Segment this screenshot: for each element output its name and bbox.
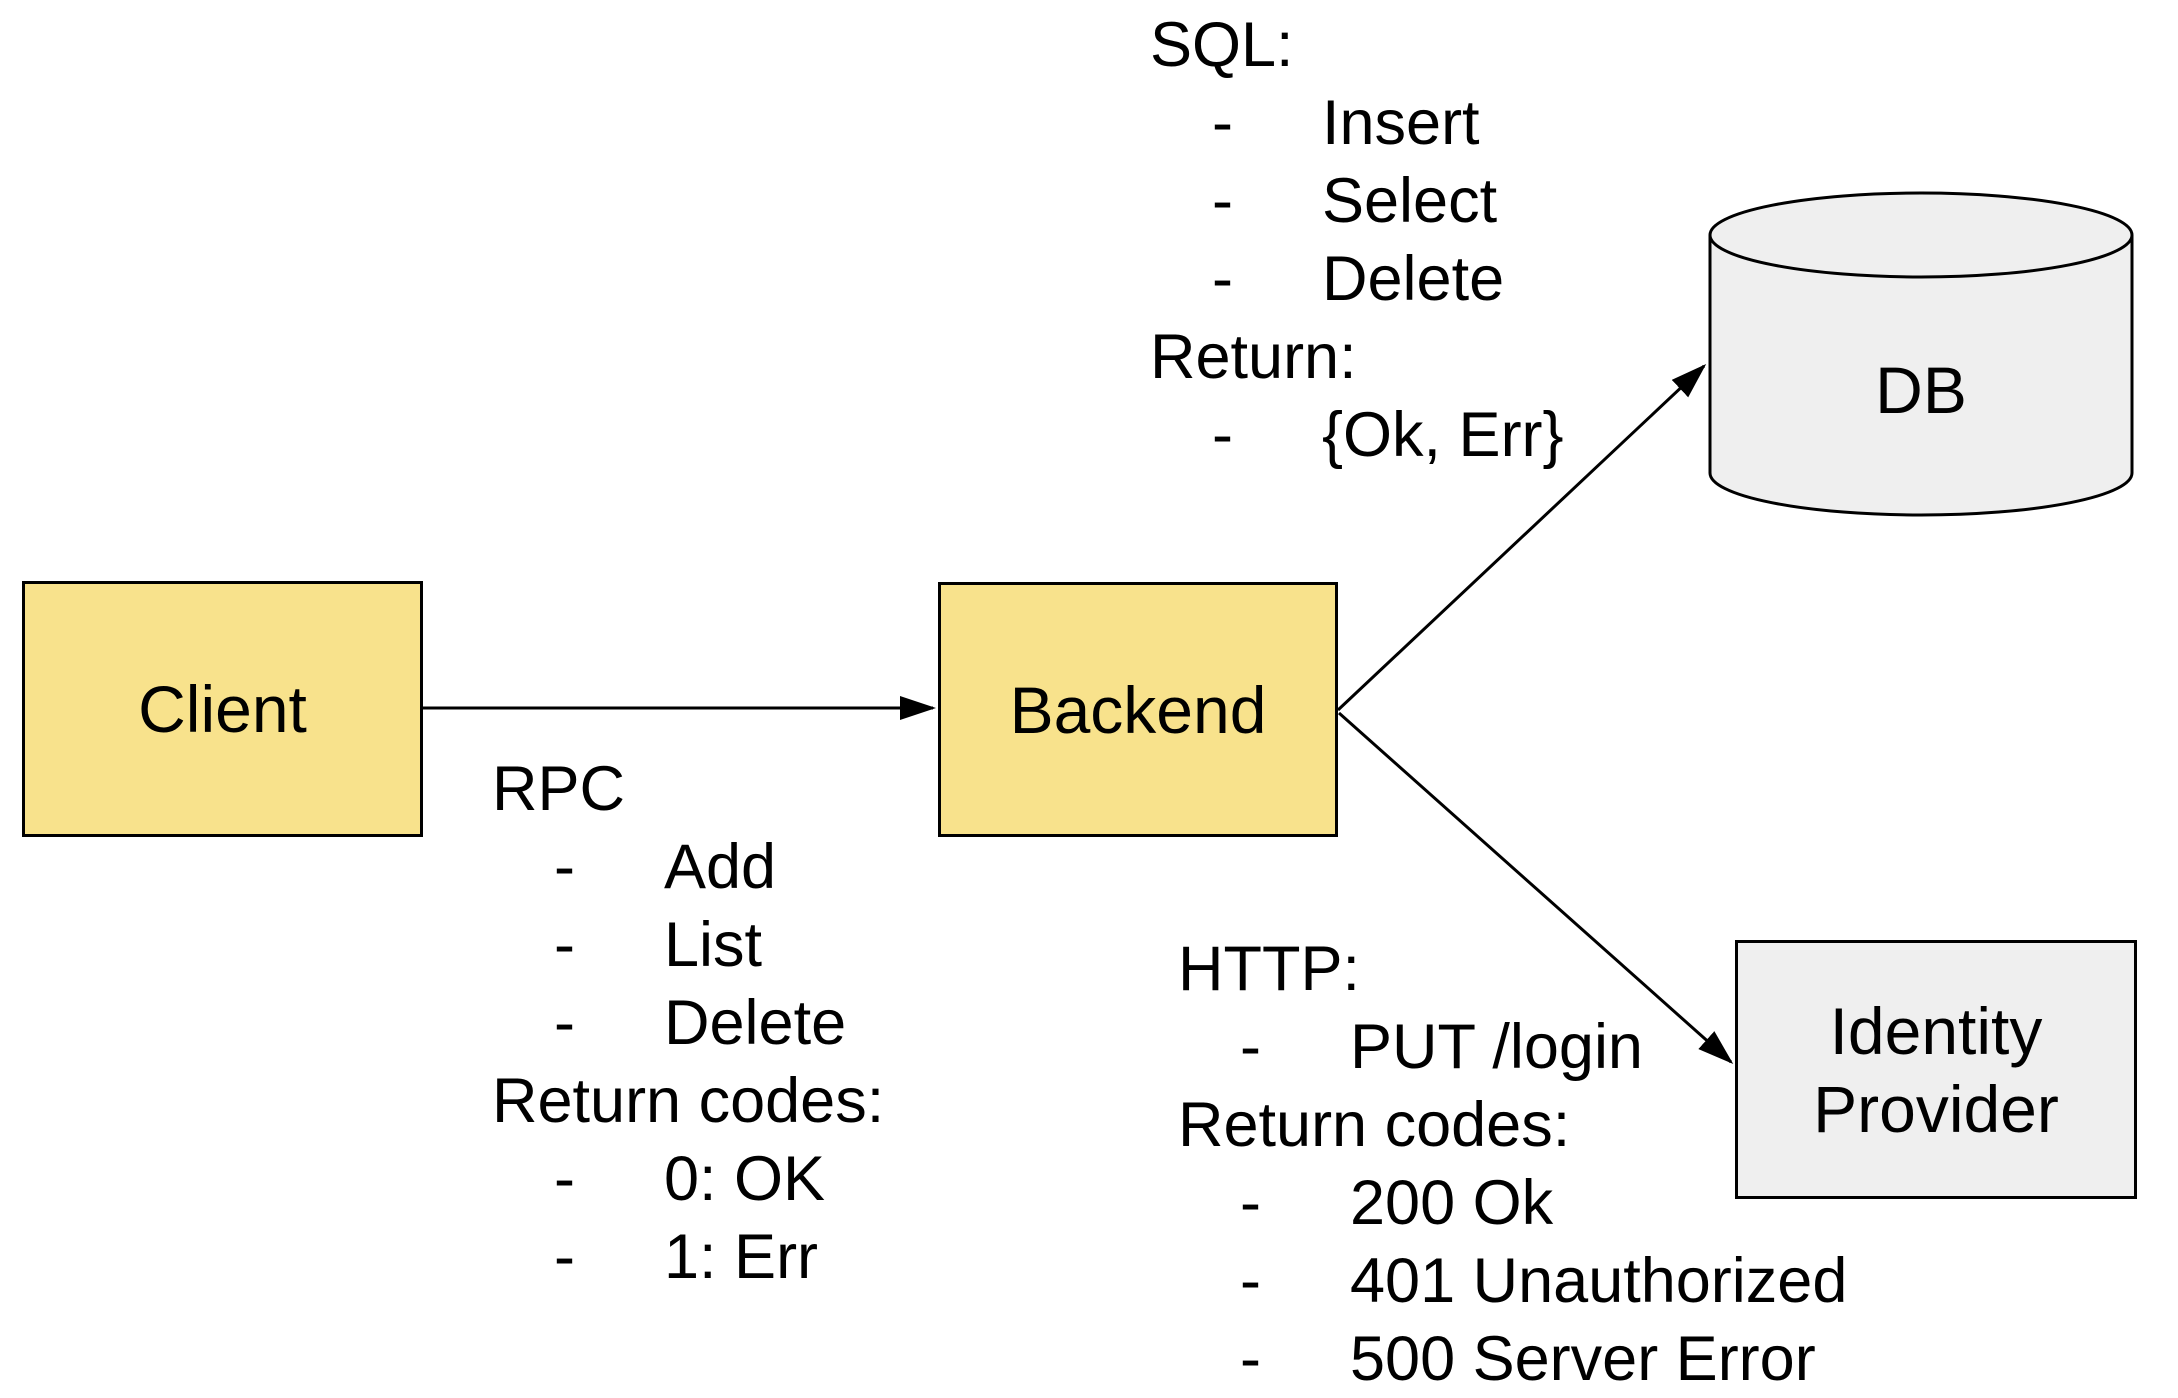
bullet-dash: -: [554, 1144, 575, 1214]
annotation-text: HTTP:: [1178, 934, 1360, 1004]
backend-node-label: Backend: [1009, 672, 1267, 747]
annotation-header: Return:: [1150, 318, 1357, 396]
client-node-label: Client: [138, 672, 307, 746]
annotation-text: 401 Unauthorized: [1350, 1246, 1848, 1316]
annotation-header: SQL:: [1150, 6, 1357, 84]
bullet-dash: -: [1240, 1324, 1261, 1394]
annotation-bullet: - Add: [492, 828, 884, 906]
annotation-text: Return:: [1150, 322, 1357, 392]
annotation-bullet: - PUT /login: [1178, 1008, 1643, 1086]
annotation-text: Insert: [1322, 88, 1480, 158]
rpc-annotation-block: RPC - Add - List - Delete Return codes: - 0:…: [492, 750, 884, 1296]
annotation-header: Return codes:: [1178, 1086, 1570, 1164]
annotation-bullet: - Insert: [1150, 84, 1480, 162]
annotation-text: RPC: [492, 754, 626, 824]
annotation-bullet: - 0: OK: [492, 1140, 884, 1218]
annotation-text: 500 Server Error: [1350, 1324, 1816, 1394]
annotation-bullet: - List: [492, 906, 884, 984]
annotation-text: List: [664, 910, 763, 980]
bullet-dash: -: [1240, 1012, 1261, 1082]
db-cylinder: [1708, 191, 2134, 517]
bullet-dash: -: [554, 988, 575, 1058]
annotation-bullet: - 500 Server Error: [1178, 1320, 1816, 1398]
http-annotation-block: HTTP: -PUT /login Return codes: -200 Ok …: [1178, 930, 1847, 1398]
bullet-dash: -: [1240, 1168, 1261, 1238]
client-node: Client: [22, 581, 423, 837]
annotation-text: SQL:: [1150, 10, 1294, 80]
annotation-text: PUT /login: [1350, 1012, 1643, 1082]
annotation-header: RPC: [492, 750, 884, 828]
bullet-dash: -: [1212, 166, 1233, 236]
annotation-text: 200 Ok: [1350, 1168, 1554, 1238]
bullet-dash: -: [1212, 400, 1233, 470]
bullet-dash: -: [554, 1222, 575, 1292]
annotation-text: Return codes:: [492, 1066, 885, 1136]
arrow-backend-to-idp: [1338, 711, 1734, 1064]
bullet-dash: -: [554, 832, 575, 902]
bullet-dash: -: [1212, 244, 1233, 314]
annotation-text: Add: [664, 832, 777, 902]
sql-annotation-block: SQL: - Insert - Select - Delete Return: - {O…: [1150, 6, 1564, 474]
backend-node: Backend: [938, 582, 1338, 837]
bullet-dash: -: [1240, 1246, 1261, 1316]
annotation-header: Return codes:: [492, 1062, 884, 1140]
annotation-text: 0: OK: [664, 1144, 826, 1214]
annotation-text: Delete: [664, 988, 847, 1058]
bullet-dash: -: [1212, 88, 1233, 158]
db-cylinder-body: [1708, 235, 2134, 517]
annotation-bullet: - Delete: [1150, 240, 1504, 318]
annotation-text: Delete: [1322, 244, 1505, 314]
annotation-text: Select: [1322, 166, 1498, 236]
annotation-text: {Ok, Err}: [1322, 400, 1564, 470]
annotation-bullet: - 200 Ok: [1178, 1164, 1570, 1242]
annotation-bullet: - 1: Err: [492, 1218, 884, 1296]
annotation-bullet: - 401 Unauthorized: [1178, 1242, 1847, 1320]
identity-provider-node: Identity Provider: [1735, 940, 2137, 1199]
annotation-bullet: - {Ok, Err}: [1150, 396, 1564, 474]
arrow-backend-to-db: [1336, 363, 1707, 712]
identity-provider-label-line2: Provider: [1813, 1071, 2059, 1146]
annotation-text: Return codes:: [1178, 1090, 1571, 1160]
annotation-header: HTTP:: [1178, 930, 1570, 1008]
identity-provider-label-line1: Identity: [1829, 993, 2043, 1068]
annotation-text: 1: Err: [664, 1222, 819, 1292]
db-node-label: DB: [1875, 353, 1967, 427]
bullet-dash: -: [554, 910, 575, 980]
db-cylinder-top: [1708, 191, 2134, 279]
annotation-bullet: - Delete: [492, 984, 884, 1062]
annotation-bullet: - Select: [1150, 162, 1497, 240]
